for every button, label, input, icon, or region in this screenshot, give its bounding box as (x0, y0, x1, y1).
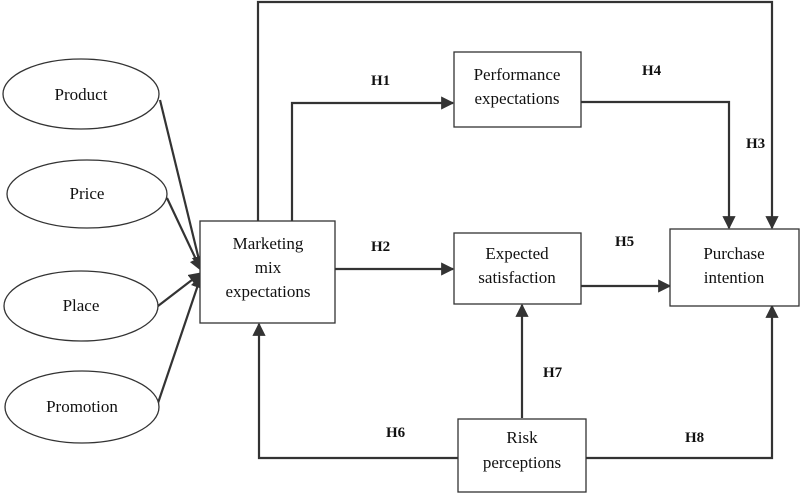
edge-h6 (252, 322, 458, 460)
hypothesis-labels: H1 H4 H3 H2 H5 H7 H6 H8 (371, 63, 765, 446)
h7-label: H7 (543, 365, 563, 381)
h6-label: H6 (386, 425, 406, 441)
box-satisfaction: Expected satisfaction (453, 232, 582, 305)
place-label: Place (63, 296, 100, 315)
oval-promotion: Promotion (4, 370, 160, 444)
h3-label: H3 (746, 136, 765, 152)
oval-price: Price (6, 159, 168, 229)
satisfaction-line1: Expected (485, 244, 549, 263)
h1-label: H1 (371, 73, 390, 89)
satisfaction-line2: satisfaction (478, 268, 556, 287)
box-performance: Performance expectations (453, 51, 582, 128)
marketing-mix-line1: Marketing (233, 234, 304, 253)
edge-h4 (581, 100, 736, 230)
h4-label: H4 (642, 63, 662, 79)
risk-line2: perceptions (483, 453, 561, 472)
purchase-line1: Purchase (703, 244, 764, 263)
edge-h8 (586, 304, 779, 460)
edges (155, 0, 779, 460)
performance-line2: expectations (475, 89, 560, 108)
box-risk: Risk perceptions (457, 418, 587, 493)
box-purchase: Purchase intention (669, 228, 800, 307)
performance-line1: Performance (474, 65, 561, 84)
edge-place (157, 272, 203, 307)
marketing-mix-line2: mix (255, 258, 282, 277)
edge-product (158, 99, 205, 270)
box-marketing-mix: Marketing mix expectations (199, 220, 336, 324)
oval-place: Place (3, 270, 159, 342)
purchase-line2: intention (704, 268, 765, 287)
edge-marketing-to-purchase-top (256, 0, 779, 230)
price-label: Price (70, 184, 105, 203)
promotion-label: Promotion (46, 397, 118, 416)
edge-h1 (290, 96, 455, 221)
edge-promotion (155, 274, 204, 407)
oval-product: Product (2, 58, 160, 130)
product-label: Product (55, 85, 108, 104)
risk-line1: Risk (506, 428, 538, 447)
h2-label: H2 (371, 239, 390, 255)
edge-price (166, 197, 202, 272)
h5-label: H5 (615, 234, 634, 250)
marketing-mix-line3: expectations (226, 282, 311, 301)
h8-label: H8 (685, 430, 704, 446)
